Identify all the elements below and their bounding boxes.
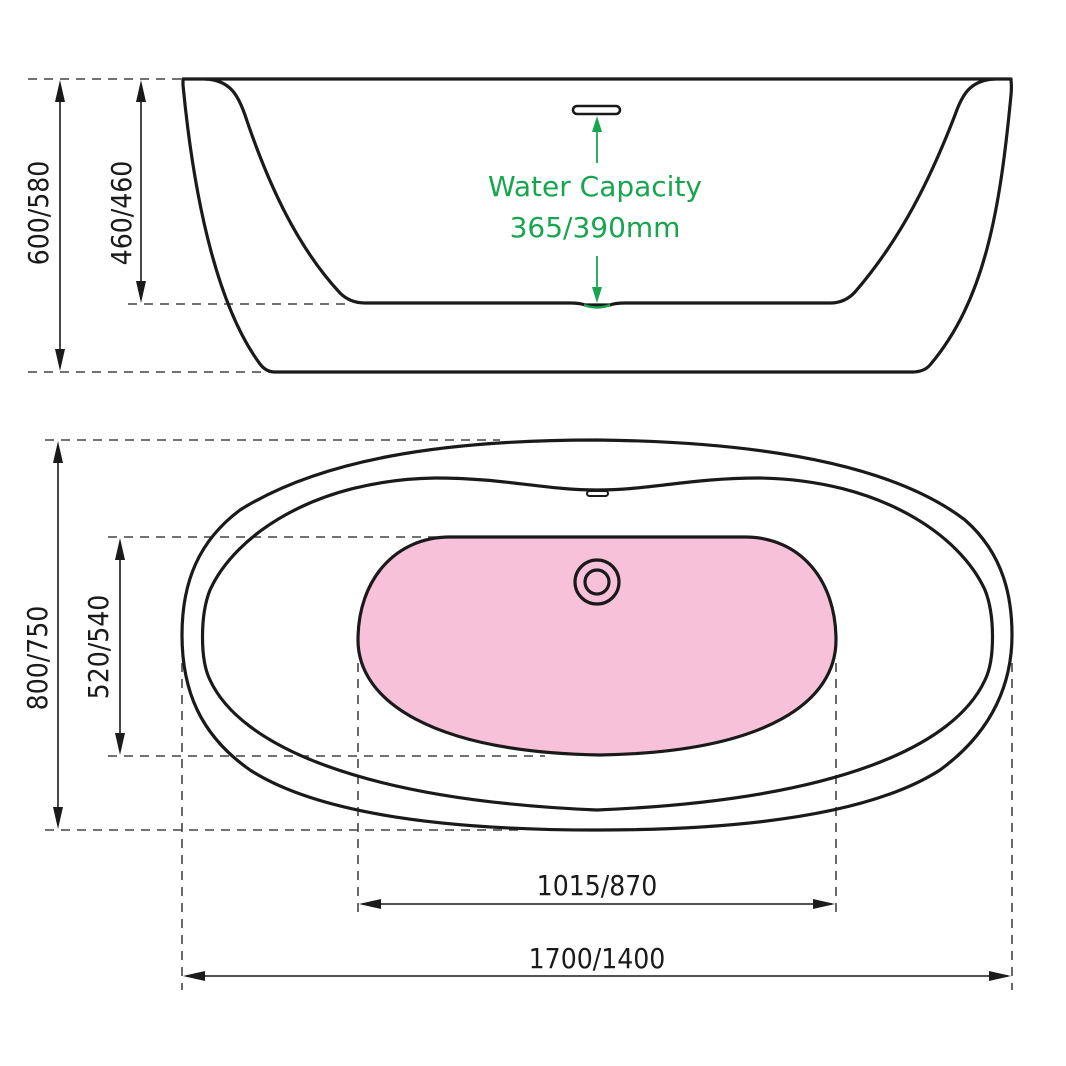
inner-width-label: 520/540 bbox=[82, 595, 115, 700]
overall-width-label: 800/750 bbox=[21, 606, 54, 711]
tub-basin-area bbox=[356, 535, 838, 757]
tub-top-inner-rim bbox=[200, 476, 995, 812]
drain-inner-ring-icon bbox=[583, 568, 611, 596]
overflow-slot-icon bbox=[586, 490, 609, 497]
water-capacity-title: Water Capacity bbox=[488, 170, 702, 203]
tub-side-inner-bowl bbox=[203, 77, 997, 307]
overflow-outlet-icon bbox=[571, 104, 622, 116]
side-view: 600/580 460/460 Water Capacity 365/390mm bbox=[22, 77, 1014, 374]
overall-length-label: 1700/1400 bbox=[529, 942, 666, 975]
tub-top-outer-rim bbox=[180, 438, 1014, 832]
tub-side-outer-shell bbox=[181, 77, 1014, 374]
inner-depth-label: 460/460 bbox=[105, 161, 138, 266]
top-view: 800/750 520/540 1015/870 1700/1400 bbox=[21, 438, 1014, 990]
drain-outer-ring-icon bbox=[573, 558, 621, 606]
inner-length-label: 1015/870 bbox=[537, 869, 658, 902]
overall-height-label: 600/580 bbox=[22, 161, 55, 266]
water-capacity-value: 365/390mm bbox=[510, 211, 681, 244]
floor-drain-icon bbox=[583, 303, 611, 309]
